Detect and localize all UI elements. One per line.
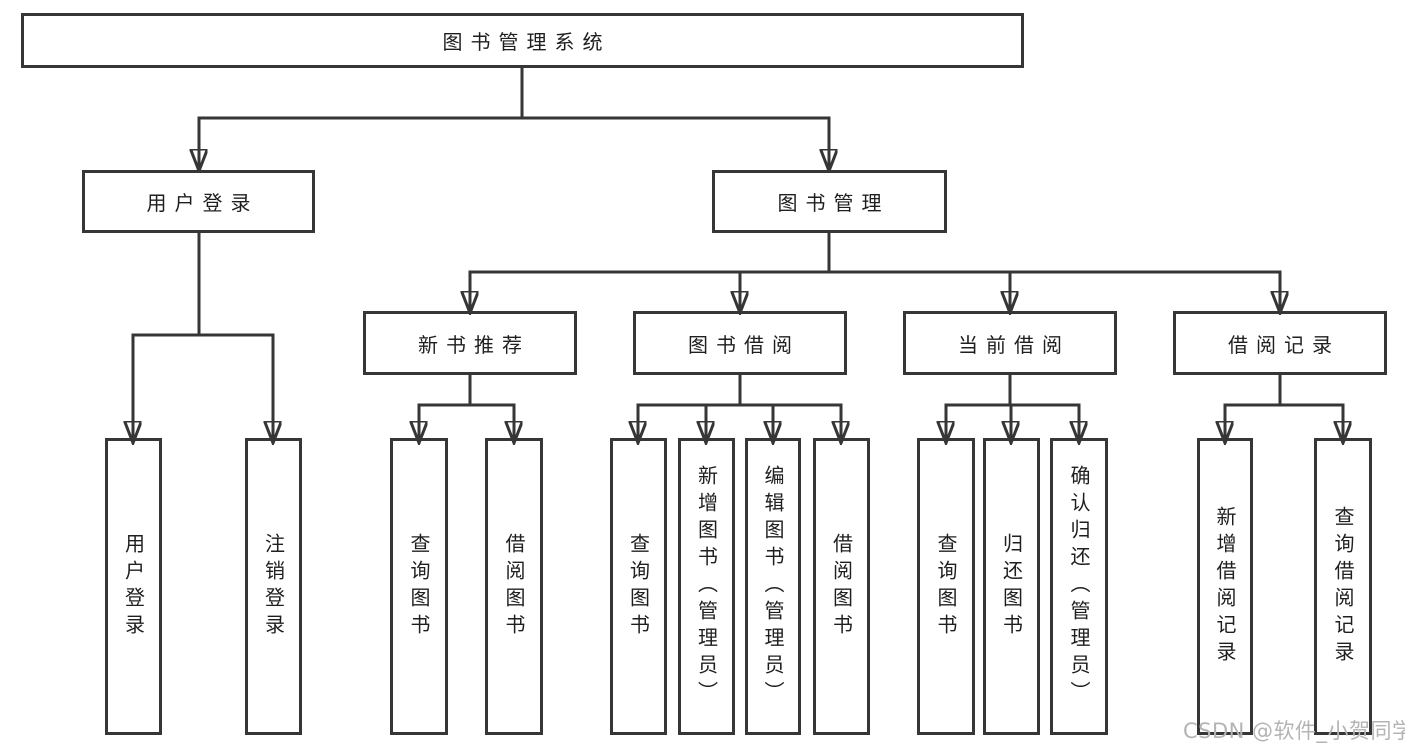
csdn-watermark: CSDN @软件_小贺同学 [1183,719,1405,743]
leaf-user-login: 用户登录 [105,438,162,735]
leaf-add-borrow-record: 新增借阅记录 [1197,438,1253,735]
connector-user-login-children [132,233,275,443]
node-borrow-records: 借阅记录 [1173,311,1387,375]
leaf-borrow-books-recommend: 借阅图书 [485,438,543,735]
connector-current-borrow-children [945,375,1081,443]
connector-book-management-to-level3 [469,233,1282,313]
connector-new-book-recommend-children [418,375,516,443]
node-user-login: 用户登录 [82,170,315,233]
node-current-borrow: 当前借阅 [903,311,1117,375]
leaf-return-books: 归还图书 [983,438,1040,735]
leaf-query-books-current: 查询图书 [917,438,975,735]
node-book-management: 图书管理 [712,170,947,233]
node-book-borrow: 图书借阅 [633,311,847,375]
leaf-borrow-books: 借阅图书 [813,438,870,735]
node-library-management-system: 图书管理系统 [21,13,1024,68]
leaf-query-books-recommend: 查询图书 [390,438,448,735]
leaf-logout: 注销登录 [245,438,302,735]
leaf-add-books-admin: 新增图书（管理员） [678,438,735,735]
connector-book-borrow-children [637,375,843,443]
leaf-query-books-borrow: 查询图书 [610,438,667,735]
node-new-book-recommend: 新书推荐 [363,311,577,375]
leaf-confirm-return-admin: 确认归还（管理员） [1050,438,1108,735]
leaf-query-borrow-record: 查询借阅记录 [1314,438,1372,735]
leaf-edit-books-admin: 编辑图书（管理员） [745,438,801,735]
connector-root-to-level2 [198,68,831,171]
connector-borrow-records-children [1224,375,1345,443]
